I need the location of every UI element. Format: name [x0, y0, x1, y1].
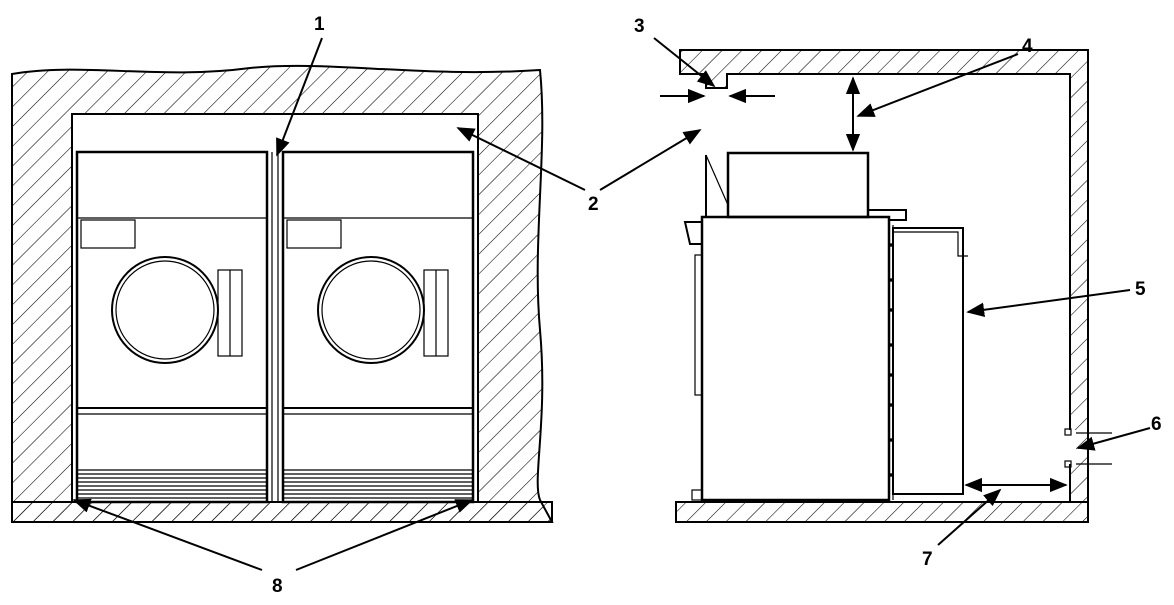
- front-dryer-left: [75, 150, 269, 504]
- callout-2-leader: [456, 127, 586, 191]
- side-view: 3 4 5 6 7: [599, 16, 1162, 570]
- callout-2-leader-side: [599, 129, 702, 191]
- callout-4-leader: [856, 53, 1019, 117]
- callout-6-label: 6: [1151, 414, 1162, 435]
- callout-7-label: 7: [922, 549, 933, 570]
- front-dryer-right-louvers: [283, 469, 473, 499]
- side-dryer-rivets: [889, 243, 893, 477]
- side-wall-hatched: [679, 49, 1089, 503]
- callout-8-leader-left: [72, 498, 263, 571]
- callout-3-label: 3: [634, 16, 645, 37]
- callout-6-leader: [1076, 427, 1151, 451]
- front-dryer-left-louvers: [77, 469, 267, 499]
- callout-8-leader-right: [295, 499, 474, 571]
- callout-5-leader: [966, 289, 1131, 317]
- callout-4-label: 4: [1022, 36, 1033, 57]
- callout-2-label: 2: [588, 194, 599, 215]
- side-floor: [675, 501, 1089, 523]
- callout-8-label: 8: [272, 576, 283, 597]
- side-wall-vent-opening: [1066, 430, 1076, 464]
- front-floor: [11, 501, 553, 523]
- callout-7-leader: [937, 488, 1002, 546]
- callout-3-leader: [653, 37, 716, 88]
- callout-1-leader: [276, 37, 323, 157]
- callout-5-label: 5: [1135, 279, 1146, 300]
- front-dryer-right: [281, 150, 475, 504]
- callout-1-label: 1: [314, 14, 325, 35]
- side-dryer: [683, 151, 968, 502]
- front-view: 1 2 8: [11, 14, 599, 597]
- front-opening: [71, 113, 479, 503]
